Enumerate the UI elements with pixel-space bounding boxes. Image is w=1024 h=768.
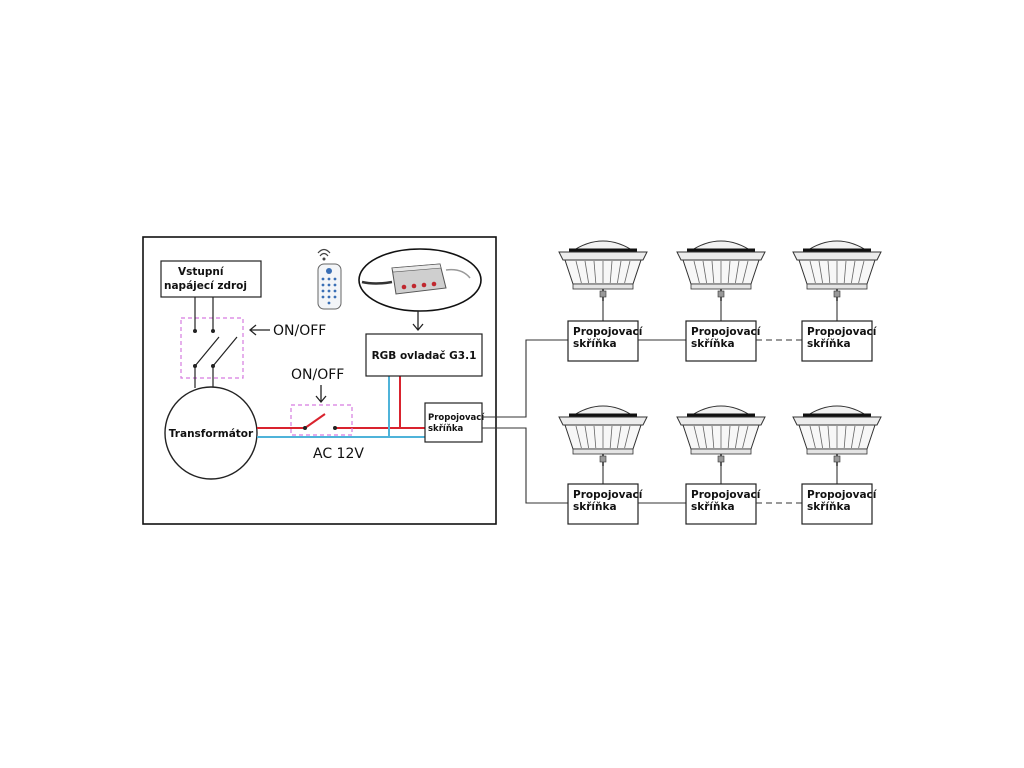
main-junction-box: Propojovací skříňka — [424, 402, 485, 443]
transformer: Transformátor — [164, 386, 258, 480]
power-supply-box: Vstupní napájecí zdroj — [160, 260, 262, 298]
pool-lamp-icon — [558, 240, 648, 301]
junction-box-label-line2: skříňka — [573, 338, 617, 350]
power-supply-label-line1: Vstupní — [178, 266, 225, 278]
junction-box-label-line2: skříňka — [807, 501, 851, 513]
junction-box-label-line2: skříňka — [573, 501, 617, 513]
pool-lamp-icon — [792, 240, 882, 301]
lamp-row-2: PropojovacískříňkaPropojovacískříňkaProp… — [558, 405, 882, 525]
pool-lamp-icon — [676, 405, 766, 466]
remote-control-icon — [317, 248, 342, 310]
lamp-rows: PropojovacískříňkaPropojovacískříňkaProp… — [558, 240, 882, 525]
junction-box-label-line1: Propojovací — [807, 326, 878, 338]
junction-box-label-line1: Propojovací — [573, 326, 644, 338]
rgb-controller-device-icon — [358, 248, 482, 332]
onoff-label-ac: ON/OFF — [291, 367, 344, 383]
rgb-controller-box: RGB ovladač G3.1 — [365, 333, 483, 377]
rgb-controller-label: RGB ovladač G3.1 — [372, 350, 477, 362]
junction-box-label-line2: skříňka — [807, 338, 851, 350]
main-junction-label-line2: skříňka — [428, 424, 464, 434]
pool-lamp-icon — [676, 240, 766, 301]
junction-box-label-line2: skříňka — [691, 338, 735, 350]
ac-switch: ON/OFF — [290, 367, 353, 436]
feeder-lines — [482, 339, 568, 504]
main-junction-label-line1: Propojovací — [428, 413, 485, 423]
ac-switch-dashed-frame — [290, 404, 353, 436]
junction-box-label-line1: Propojovací — [691, 326, 762, 338]
transformer-label: Transformátor — [169, 428, 254, 440]
ac-voltage-label: AC 12V — [313, 446, 364, 462]
lamp-row-1: PropojovacískříňkaPropojovacískříňkaProp… — [558, 240, 882, 362]
pool-lamp-icon — [558, 405, 648, 466]
ac-wires — [257, 376, 426, 438]
junction-box-label-line1: Propojovací — [807, 489, 878, 501]
main-enclosure — [142, 236, 497, 525]
pool-lamp-icon — [792, 405, 882, 466]
switch-dashed-frame — [180, 317, 244, 379]
onoff-label-main: ON/OFF — [273, 323, 326, 339]
junction-box-label-line1: Propojovací — [691, 489, 762, 501]
junction-box-label-line1: Propojovací — [573, 489, 644, 501]
junction-box-label-line2: skříňka — [691, 501, 735, 513]
power-supply-label-line2: napájecí zdroj — [164, 280, 247, 292]
main-double-switch: ON/OFF — [180, 297, 326, 388]
